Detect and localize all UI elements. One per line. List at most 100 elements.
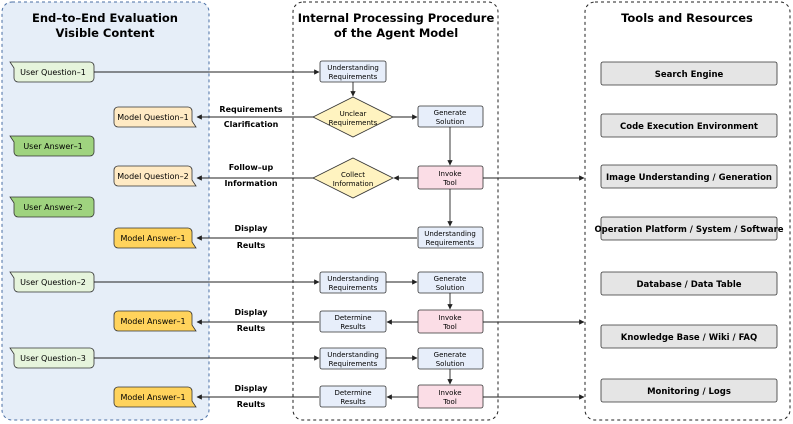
tool-item-4: Database / Data Table	[600, 271, 778, 296]
node-line-1: Determine	[334, 314, 371, 322]
process-node-6: Understanding Requirements	[319, 271, 387, 294]
tool-node-9: Invoke Tool	[417, 309, 484, 334]
tool-resource-label: Monitoring / Logs	[647, 387, 731, 397]
arrow-label-clarification-2: Clarification	[224, 120, 279, 129]
process-box	[417, 271, 484, 294]
model-answer-bubble	[113, 310, 197, 332]
left-item-label: Model Answer–1	[120, 317, 185, 326]
tool-item-1: Code Execution Environment	[600, 113, 778, 138]
process-box	[417, 226, 484, 249]
arrow-label-follow-up-1: Follow–up	[229, 163, 274, 172]
tool-resource-box	[600, 271, 778, 296]
arrow-label-display-3a: Display	[235, 384, 269, 393]
tool-resource-box	[600, 113, 778, 138]
left-item-7: Model Answer–1	[113, 310, 197, 332]
arrow-label-follow-up-2: Information	[224, 179, 277, 188]
process-node-5: Understanding Requirements	[417, 226, 484, 249]
tool-resource-box	[600, 324, 778, 349]
node-line-1: Understanding	[327, 275, 379, 283]
node-line-1: Collect	[341, 171, 365, 179]
left-item-label: User Question–1	[20, 68, 86, 77]
process-box	[417, 347, 484, 370]
left-panel-title-line-1: End–to–End Evaluation	[32, 11, 178, 25]
left-item-1: Model Question–1	[113, 106, 197, 128]
node-line-1: Invoke	[438, 314, 461, 322]
tool-resource-label: Image Understanding / Generation	[606, 173, 772, 183]
model-answer-bubble	[113, 386, 197, 408]
right-panel-title: Tools and Resources	[621, 11, 753, 25]
node-line-2: Requirements	[426, 239, 475, 247]
decision-diamond	[312, 96, 394, 138]
node-line-1: Invoke	[438, 389, 461, 397]
left-item-2: User Answer–1	[9, 135, 95, 157]
user-answer-bubble	[9, 196, 95, 218]
arrow-label-display-1a: Display	[235, 224, 269, 233]
arrow-label-display-3b: Reults	[237, 400, 266, 409]
left-item-3: Model Question–2	[113, 165, 197, 187]
process-node-8: Determine Results	[319, 310, 387, 333]
node-line-1: Determine	[334, 389, 371, 397]
tool-node-13: Invoke Tool	[417, 384, 484, 409]
process-node-7: Generate Solution	[417, 271, 484, 294]
tool-resource-box	[600, 378, 778, 403]
arrows	[94, 69, 585, 400]
node-line-2: Tool	[442, 323, 457, 331]
process-node-10: Understanding Requirements	[319, 347, 387, 370]
left-item-label: User Answer–1	[23, 142, 82, 151]
node-line-2: Tool	[442, 398, 457, 406]
left-item-4: User Answer–2	[9, 196, 95, 218]
node-line-1: Understanding	[327, 64, 379, 72]
left-item-label: User Answer–2	[23, 203, 82, 212]
left-item-8: User Question–3	[9, 347, 95, 369]
arrow-label-display-2a: Display	[235, 308, 269, 317]
left-item-5: Model Answer–1	[113, 227, 197, 249]
left-item-9: Model Answer–1	[113, 386, 197, 408]
left-item-label: Model Answer–1	[120, 393, 185, 402]
node-line-2: Results	[340, 323, 366, 331]
tool-resource-box	[600, 61, 778, 86]
left-item-label: Model Question–1	[117, 113, 188, 122]
user-question-bubble	[9, 61, 95, 83]
middle-panel-title-line-1: Internal Processing Procedure	[298, 11, 495, 25]
process-node-12: Determine Results	[319, 385, 387, 408]
node-line-1: Understanding	[424, 230, 476, 238]
left-item-label: Model Answer–1	[120, 234, 185, 243]
node-line-2: Solution	[436, 118, 465, 126]
node-line-2: Requirements	[329, 119, 378, 127]
process-box	[417, 105, 484, 128]
node-line-1: Generate	[434, 275, 467, 283]
process-box	[319, 385, 387, 408]
arrow-label-display-1b: Reults	[237, 241, 266, 250]
tool-item-5: Knowledge Base / Wiki / FAQ	[600, 324, 778, 349]
node-line-2: Requirements	[329, 284, 378, 292]
model-answer-bubble	[113, 227, 197, 249]
arrow-label-display-2b: Reults	[237, 324, 266, 333]
process-node-2: Generate Solution	[417, 105, 484, 128]
middle-panel-title-line-2: of the Agent Model	[334, 26, 458, 40]
tool-resource-box	[600, 216, 778, 241]
tool-item-0: Search Engine	[600, 61, 778, 86]
left-panel-title-line-2: Visible Content	[56, 26, 155, 40]
tool-resource-label: Code Execution Environment	[620, 122, 758, 132]
node-line-2: Tool	[442, 179, 457, 187]
process-node-11: Generate Solution	[417, 347, 484, 370]
tool-node-4: Invoke Tool	[417, 165, 484, 190]
tool-resource-label: Operation Platform / System / Software	[594, 225, 783, 235]
left-item-label: User Question–3	[20, 354, 86, 363]
tool-resource-box	[600, 164, 778, 189]
left-item-label: User Question–2	[20, 278, 86, 287]
process-box	[319, 271, 387, 294]
tool-box	[417, 384, 484, 409]
left-item-label: Model Question–2	[117, 172, 188, 181]
decision-diamond	[312, 157, 394, 199]
tool-box	[417, 309, 484, 334]
node-line-1: Invoke	[438, 170, 461, 178]
node-line-2: Solution	[436, 360, 465, 368]
tool-item-3: Operation Platform / System / Software	[594, 216, 784, 241]
tool-resource-label: Search Engine	[655, 70, 724, 80]
decision-node-3: Collect Information	[312, 157, 394, 199]
node-line-1: Generate	[434, 109, 467, 117]
tool-resource-label: Knowledge Base / Wiki / FAQ	[621, 333, 757, 343]
left-item-6: User Question–2	[9, 271, 95, 293]
